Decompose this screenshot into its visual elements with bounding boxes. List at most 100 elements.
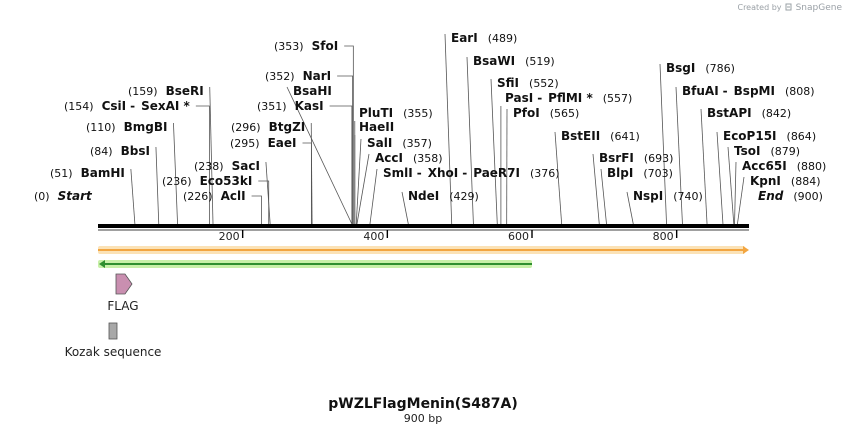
site-pfoi[interactable]: PfoI(565) (513, 106, 579, 120)
site-name: KasI (295, 99, 324, 113)
site-acc65i[interactable]: Acc65I (880) (742, 159, 826, 173)
site-bsgi[interactable]: BsgI(786) (666, 61, 735, 75)
site-pluti[interactable]: PluTI(355) (359, 106, 433, 120)
site-blpi[interactable]: BlpI(703) (607, 166, 673, 180)
kozak-feature-box[interactable] (108, 322, 118, 340)
site-position: 355 (407, 107, 428, 120)
paren-close: ) (108, 145, 112, 158)
site-tsoi[interactable]: TsoI(879) (734, 144, 800, 158)
credit: Created by SnapGene (737, 2, 842, 14)
site-bseri[interactable]: 159()BseRI (128, 84, 204, 98)
site-leader-line (737, 176, 745, 225)
site-btgzi[interactable]: 296()BtgZI (231, 120, 305, 134)
site-sfoi[interactable]: 353()SfoI (274, 39, 338, 53)
site-name: BsrFI (599, 151, 634, 165)
paren-open: ( (797, 160, 801, 173)
site-position: 295 (234, 137, 255, 150)
paren-close: ) (219, 160, 223, 173)
paren-open: ( (530, 167, 534, 180)
site-name: BseRI (166, 84, 204, 98)
paren-open: ( (791, 175, 795, 188)
paren-close: ) (669, 167, 673, 180)
site-position: 842 (766, 107, 787, 120)
paren-close: ) (819, 190, 823, 203)
paren-close: ) (699, 190, 703, 203)
site-leader-line (130, 168, 136, 225)
site-eaei[interactable]: 295()EaeI (230, 136, 297, 150)
site-bstapi[interactable]: BstAPI(842) (707, 106, 791, 120)
site-position: 880 (801, 160, 822, 173)
flag-feature-arrow[interactable] (115, 273, 133, 295)
site-kasi[interactable]: 351()KasI (257, 99, 324, 113)
site-haeii[interactable]: HaeII (359, 120, 394, 134)
site-leader-line (727, 146, 735, 225)
orange-feature-arrowhead (743, 246, 749, 254)
site-end[interactable]: End(900) (758, 189, 823, 203)
ruler-tick-label: 800 (653, 230, 674, 243)
site-name: Acc65I (742, 159, 787, 173)
paren-close: ) (290, 70, 294, 83)
paren-close: ) (822, 160, 826, 173)
site-start[interactable]: 0()Start (34, 189, 93, 203)
site-position: 557 (607, 92, 628, 105)
site-nspi[interactable]: NspI(740) (633, 189, 703, 203)
site-position: 879 (775, 145, 796, 158)
paren-close: ) (282, 100, 286, 113)
site-name: BfuAI (682, 84, 719, 98)
site-eari[interactable]: EarI(489) (451, 31, 517, 45)
site-position: 884 (795, 175, 816, 188)
site-ndei[interactable]: NdeI(429) (408, 189, 479, 203)
site-position: 51 (54, 167, 68, 180)
site-nari[interactable]: 352()NarI (265, 69, 331, 83)
paren-close: ) (208, 190, 212, 203)
paren-close: ) (153, 85, 157, 98)
site-bsteii[interactable]: BstEII(641) (561, 129, 640, 143)
site-bsahi[interactable]: BsaHI (293, 84, 332, 98)
site-acci[interactable]: AccI(358) (375, 151, 443, 165)
site-leader-line (659, 63, 667, 225)
site-leader-line (355, 138, 362, 225)
site-acli[interactable]: 226()AclI (183, 189, 246, 203)
site-saci[interactable]: 238()SacI (194, 159, 260, 173)
paren-open: ( (231, 121, 235, 134)
site-pasi-pflmi[interactable]: PasI-PflMI *(557) (505, 91, 632, 105)
site-kpni[interactable]: KpnI(884) (750, 174, 821, 188)
site-leader-line (600, 168, 607, 225)
site-bsrfi[interactable]: BsrFI(693) (599, 151, 673, 165)
site-leader-line (173, 122, 178, 225)
site-leader-line (344, 45, 354, 224)
site-sali[interactable]: SalI(357) (367, 136, 432, 150)
site-csii-sexai[interactable]: 154()CsiI-SexAI * (64, 99, 191, 113)
ruler-tick-label: 200 (219, 230, 240, 243)
site-ecop15i[interactable]: EcoP15I(864) (723, 129, 816, 143)
site-name: SacI (232, 159, 260, 173)
site-leader-line (356, 153, 370, 225)
paren-open: ( (787, 130, 791, 143)
site-smli-xhoi-paer7i[interactable]: SmlI-XhoI-PaeR7I(376) (383, 166, 560, 180)
site-position: 0 (38, 190, 45, 203)
site-bsawi[interactable]: BsaWI(519) (473, 54, 555, 68)
site-name: EcoP15I (723, 129, 777, 143)
paren-close: ) (299, 40, 303, 53)
site-bbsi[interactable]: 84()BbsI (90, 144, 150, 158)
site-bamhi[interactable]: 51()BamHI (50, 166, 125, 180)
site-position: 154 (68, 100, 89, 113)
site-position: 864 (791, 130, 812, 143)
site-eco53ki[interactable]: 236()Eco53kI (162, 174, 252, 188)
site-leader-line (195, 105, 210, 224)
site-name: SfoI (312, 39, 339, 53)
site-name: BsaWI (473, 54, 515, 68)
site-position: 808 (789, 85, 810, 98)
site-labels: 0()Start51()BamHI84()BbsI110()BmgBI154()… (34, 31, 826, 203)
paren-open: ( (274, 40, 278, 53)
site-bmgbi[interactable]: 110()BmgBI (86, 120, 167, 134)
paren-close: ) (796, 145, 800, 158)
paren-open: ( (64, 100, 68, 113)
site-leader-line (466, 56, 474, 225)
site-leader-line (251, 195, 262, 224)
site-bfuai-bspmi[interactable]: BfuAI-BspMI(808) (682, 84, 815, 98)
paren-open: ( (183, 190, 187, 203)
paren-open: ( (403, 107, 407, 120)
site-sfii[interactable]: SfiI(552) (497, 76, 559, 90)
